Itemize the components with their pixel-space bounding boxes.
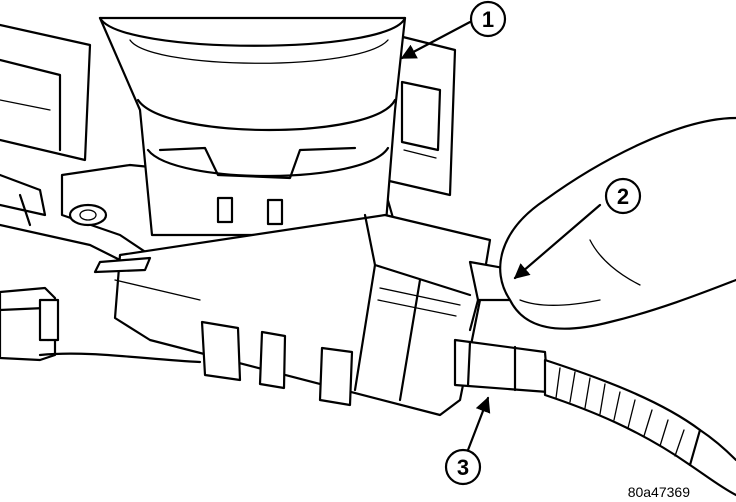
callout-1-leader (400, 20, 472, 60)
finger (499, 116, 736, 330)
thin-wire (38, 352, 202, 364)
callout-3-leader (466, 396, 491, 452)
mounting-bracket (0, 23, 122, 262)
wire-harness (453, 338, 736, 497)
callout-2-leader (513, 203, 602, 280)
callout-2-number: 2 (617, 184, 629, 209)
callout-2: 2 (604, 177, 642, 215)
left-connector (0, 286, 60, 362)
callout-3-number: 3 (457, 455, 469, 480)
callout-1: 1 (469, 0, 507, 38)
callout-3: 3 (444, 448, 482, 486)
electrical-connector (93, 213, 492, 417)
callout-1-number: 1 (482, 7, 494, 32)
cylinder-component (98, 16, 407, 237)
figure-id: 80a47369 (628, 484, 691, 500)
